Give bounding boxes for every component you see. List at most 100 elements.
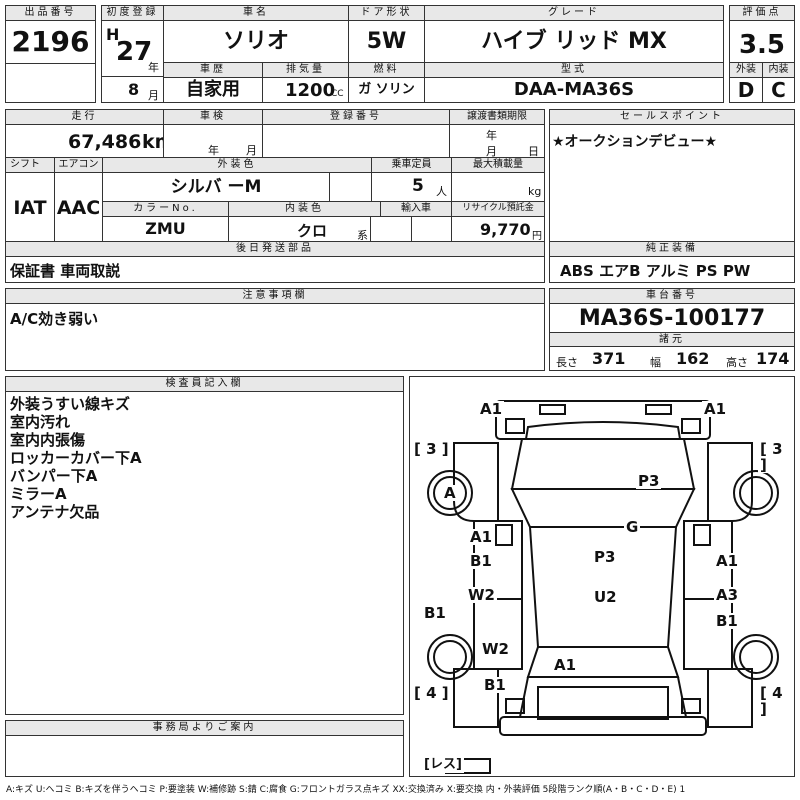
tailgate [518, 676, 688, 718]
door-value: 5W [348, 20, 425, 63]
rear-window [526, 646, 680, 678]
notes-value: A/C効き弱い [10, 310, 99, 328]
inspector-label: 検査員記入欄 [5, 376, 404, 392]
int-color-box: クロ 系 [228, 216, 371, 242]
shift-label: シフト [5, 157, 55, 173]
right-rear-quarter [707, 668, 753, 728]
ext-grade-value: D [729, 77, 763, 103]
car-outline-svg [427, 400, 779, 774]
disp-value: 1200 [285, 80, 336, 101]
lot-value: 2196 [5, 20, 96, 64]
transfer-label: 譲渡書類期限 [449, 109, 545, 125]
ac-label: エアコン [54, 157, 103, 173]
fuel-label: 燃料 [348, 62, 425, 78]
mileage-label: 走行 [5, 109, 164, 125]
ext-color-extra [329, 172, 372, 202]
left-mirror [495, 524, 513, 546]
diagram-left-door-b1: B1 [468, 552, 494, 570]
history-label: 車歴 [163, 62, 263, 78]
disp-unit: CC [331, 89, 344, 99]
inspection-label: 車検 [163, 109, 263, 125]
max-load-unit: kg [528, 185, 542, 198]
inspector-box: 外装うすい線キズ 室内汚れ 室内内張傷 ロッカーカバー下A バンパー下A ミラー… [5, 391, 404, 715]
era: H [106, 25, 120, 44]
transfer-box: 年 月 日 [449, 124, 545, 158]
chassis-value: MA36S-100177 [549, 303, 795, 333]
name-value: ソリオ [163, 20, 349, 63]
rear-plate-area [537, 686, 669, 720]
capacity-box: 5 人 [371, 172, 452, 202]
diagram-left-tire-4: [ 4 ] [412, 684, 451, 702]
name-label: 車名 [163, 5, 349, 21]
history-value: 自家用 [163, 77, 263, 103]
inspector-line: 外装うすい線キズ [10, 395, 131, 413]
windshield [510, 488, 696, 528]
sales-point-value: ★オークションデビュー★ [552, 134, 718, 150]
length-label: 長さ [556, 356, 578, 369]
diagram-right-tire-4: [ 4 ] [758, 685, 794, 717]
import-box-b [411, 216, 452, 242]
wheel-front-right [733, 470, 779, 516]
model-value: DAA-MA36S [424, 77, 724, 103]
ext-color-label: 外装色 [102, 157, 372, 173]
equipment-label: 純正装備 [549, 241, 795, 257]
later-parts-value: 保証書 車両取説 [10, 262, 121, 280]
reg-number-label: 登録番号 [262, 109, 450, 125]
front-marker-left [539, 404, 566, 415]
capacity-value: 5 [412, 176, 424, 196]
diagram-rear-a1: A1 [552, 656, 579, 674]
mileage-box: 67,486 km [5, 124, 164, 158]
disp-label: 排気量 [262, 62, 349, 78]
diagram-left-rocker-w2: W2 [466, 586, 497, 604]
door-label: ドア形状 [348, 5, 425, 21]
diagram-right-door-b1: B1 [714, 612, 740, 630]
width-value: 162 [676, 349, 710, 368]
mileage-value: 67,486 [68, 131, 142, 153]
diagram-front-left-a1: A1 [478, 400, 505, 418]
front-marker-right [645, 404, 672, 415]
diagram-right-door-a1: A1 [714, 552, 741, 570]
legend: A:キズ U:ヘコミ B:キズを伴うヘコミ P:要塗装 W:補修跡 S:錆 C:… [6, 785, 686, 795]
inspector-line: アンテナ欠品 [10, 503, 100, 521]
diagram-windshield-g: G [624, 518, 641, 536]
left-rear-door [473, 598, 523, 670]
tire-inner-front-right [739, 476, 773, 510]
model-label: 型式 [424, 62, 724, 78]
inspector-line: バンパー下A [10, 467, 98, 485]
transfer-day-unit: 日 [528, 145, 539, 158]
tire-inner-rear-right [739, 640, 773, 674]
score-label: 評価点 [729, 5, 795, 21]
reg-year: 27 [116, 37, 153, 67]
spec-label: 諸元 [549, 332, 795, 347]
disp-box: 1200 CC [262, 77, 349, 103]
color-no-label: カラーNo. [102, 201, 229, 217]
height-label: 高さ [726, 356, 748, 369]
diagram-left-door-a1: A1 [468, 528, 495, 546]
rear-bumper [499, 716, 707, 736]
transfer-month-unit: 月 [486, 145, 497, 158]
front-bumper [495, 400, 711, 440]
sales-point-box: ★オークションデビュー★ [549, 124, 795, 242]
mileage-unit: km [142, 131, 163, 153]
inspection-month-unit: 月 [246, 144, 257, 157]
diagram-roof-p3: P3 [592, 548, 618, 566]
diagram-right-tire-3: [ 3 ] [758, 441, 794, 473]
office-box [5, 735, 404, 777]
shift-value: IAT [5, 172, 55, 242]
recycle-value: 9,770 [480, 220, 531, 239]
tire-inner-rear-left [433, 640, 467, 674]
max-load-box: kg [451, 172, 545, 202]
lot-label: 出品番号 [5, 5, 96, 21]
transfer-year-unit: 年 [486, 129, 497, 142]
reg-number-box [262, 124, 450, 158]
diagram-roof-u2: U2 [592, 588, 619, 606]
inspector-line: ロッカーカバー下A [10, 449, 142, 467]
ext-color-value: シルバ ーM [102, 172, 330, 202]
roof [528, 526, 678, 648]
tire-inner-front-left [433, 476, 467, 510]
recycle-label: リサイクル預託金 [451, 201, 545, 217]
diagram-left-quarter-b1: B1 [422, 604, 448, 622]
fuel-value: ガ ソリン [348, 77, 425, 103]
max-load-label: 最大積載量 [451, 157, 545, 173]
inspector-line: 室内内張傷 [10, 431, 86, 449]
